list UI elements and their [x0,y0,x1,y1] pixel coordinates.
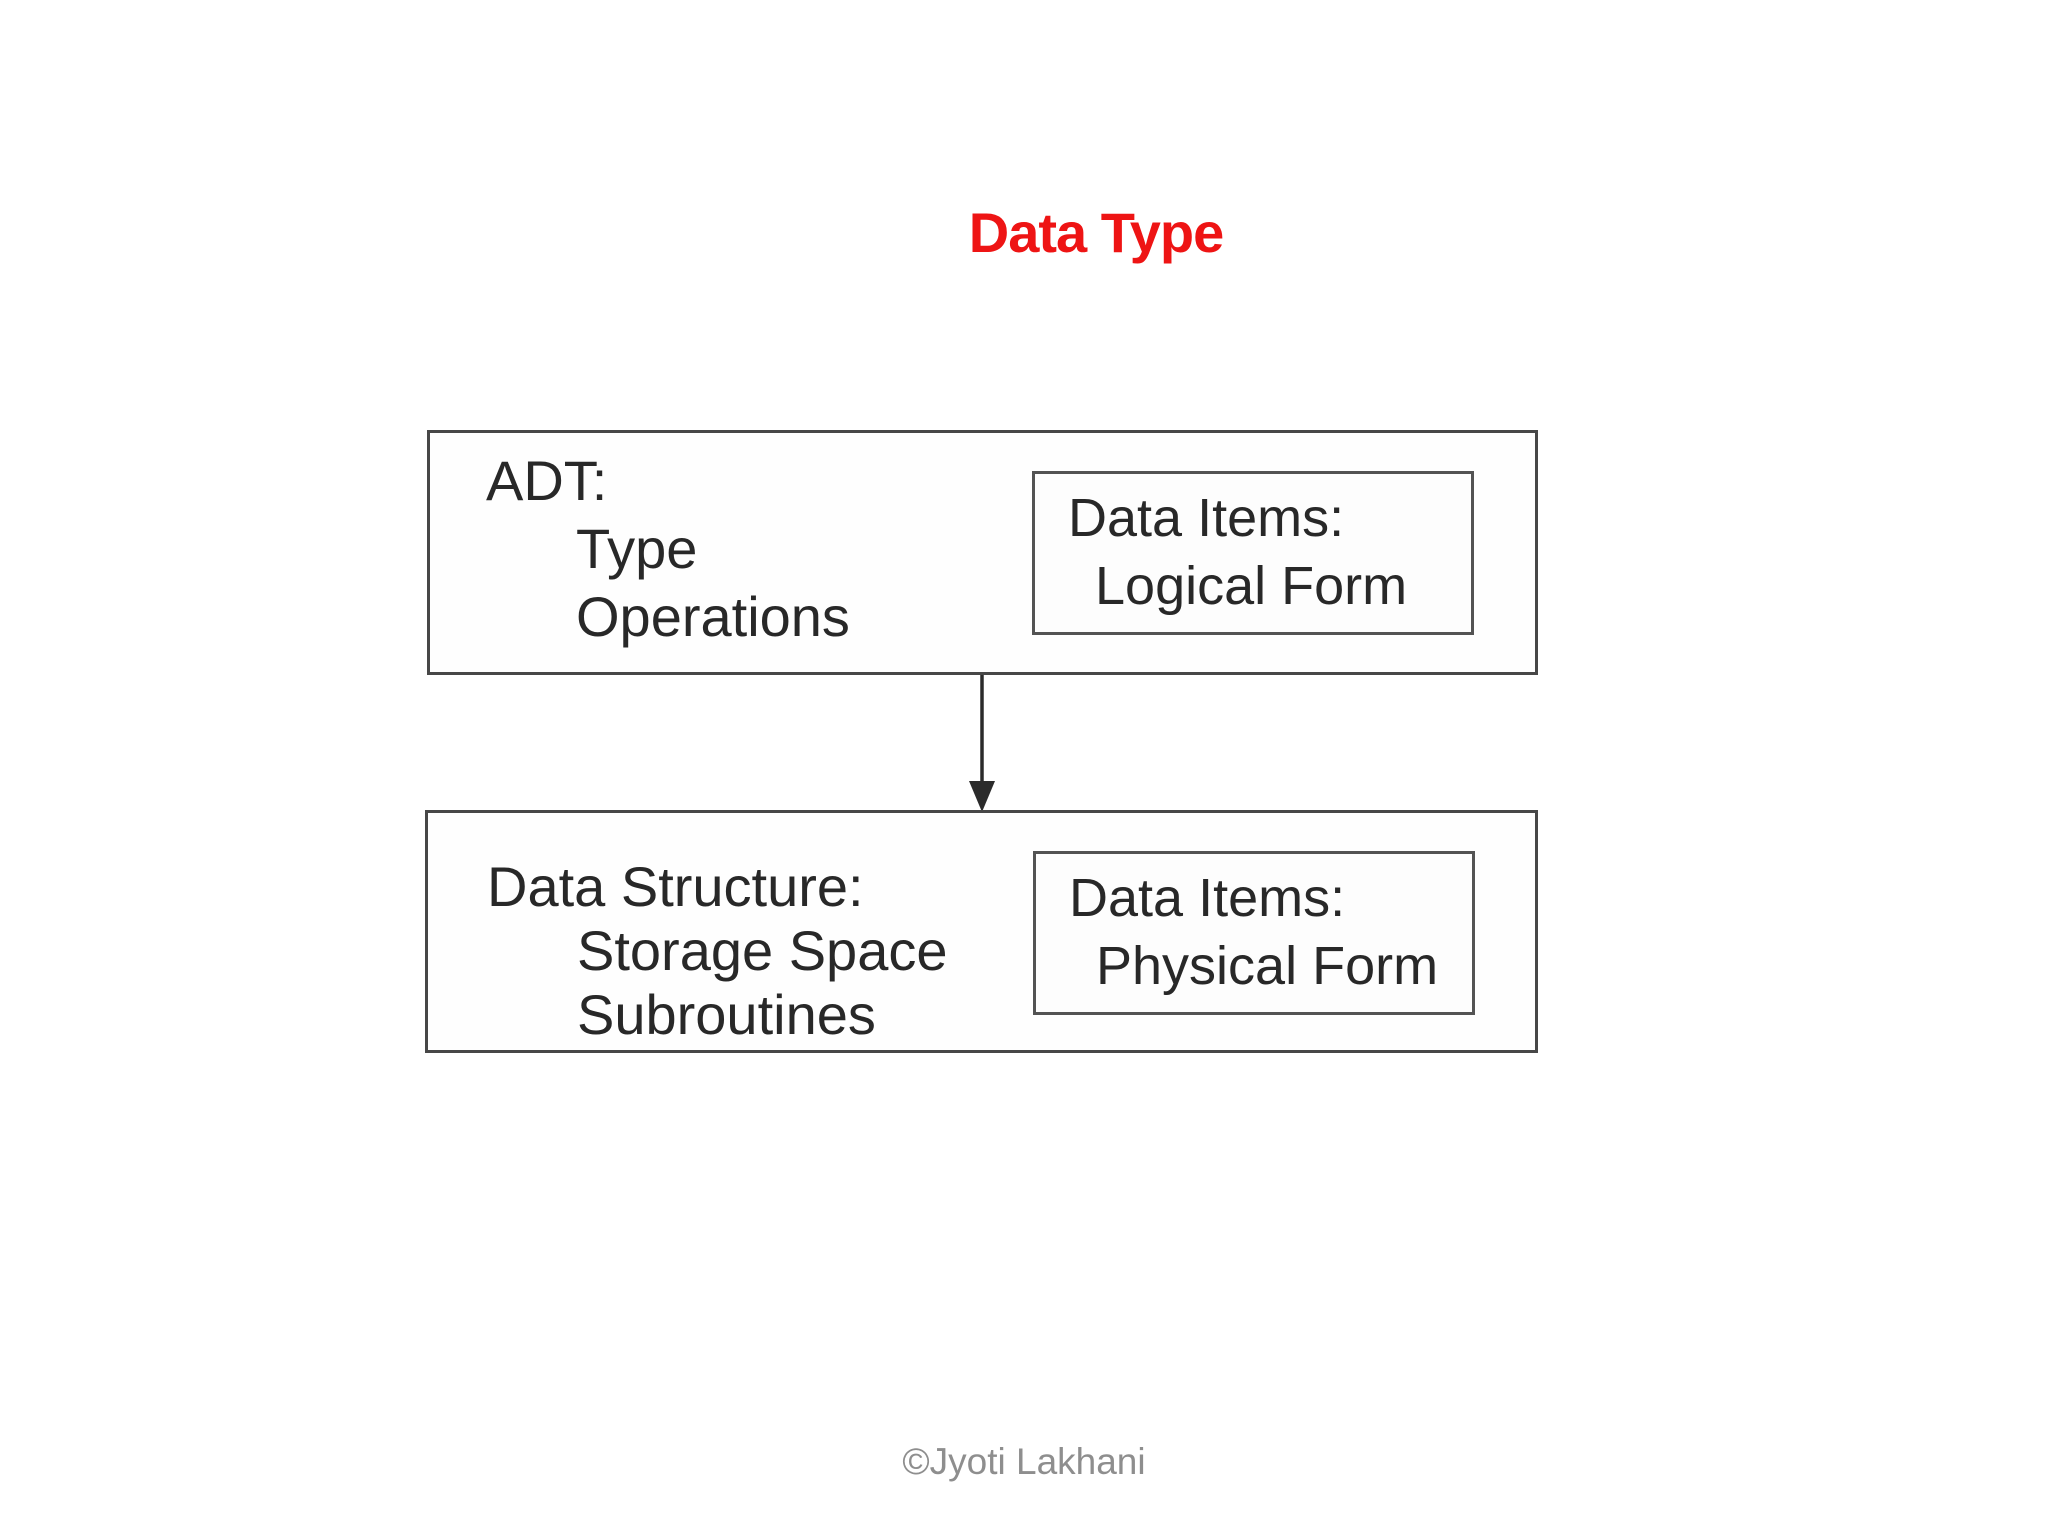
footer-credit: ©Jyoti Lakhani [902,1441,1146,1482]
data-items-line: Data Items: [1068,488,1345,548]
ds-line-2: Storage Space [577,919,948,982]
adt-line-1: ADT: [486,449,608,512]
physical-form-line: Physical Form [1096,936,1439,996]
data-items-line: Data Items: [1069,868,1346,928]
physical-form-box: Data Items: Physical Form [1033,851,1475,1015]
adt-box: ADT: Type Operations Data Items: Logical… [427,430,1538,675]
slide-title: Data Type [968,201,1224,264]
logical-form-label: Data Items: Logical Form [1068,484,1407,620]
logical-form-box: Data Items: Logical Form [1032,471,1474,635]
logical-form-line: Logical Form [1095,556,1408,616]
down-arrow-icon [969,675,995,812]
data-structure-box: Data Structure: Storage Space Subroutine… [425,810,1538,1053]
adt-line-3: Operations [576,585,850,648]
adt-box-label: ADT: Type Operations [486,447,850,651]
ds-line-3: Subroutines [577,983,876,1046]
adt-line-2: Type [576,517,698,580]
physical-form-label: Data Items: Physical Form [1069,864,1438,1000]
data-structure-label: Data Structure: Storage Space Subroutine… [487,855,947,1047]
ds-line-1: Data Structure: [487,855,864,918]
